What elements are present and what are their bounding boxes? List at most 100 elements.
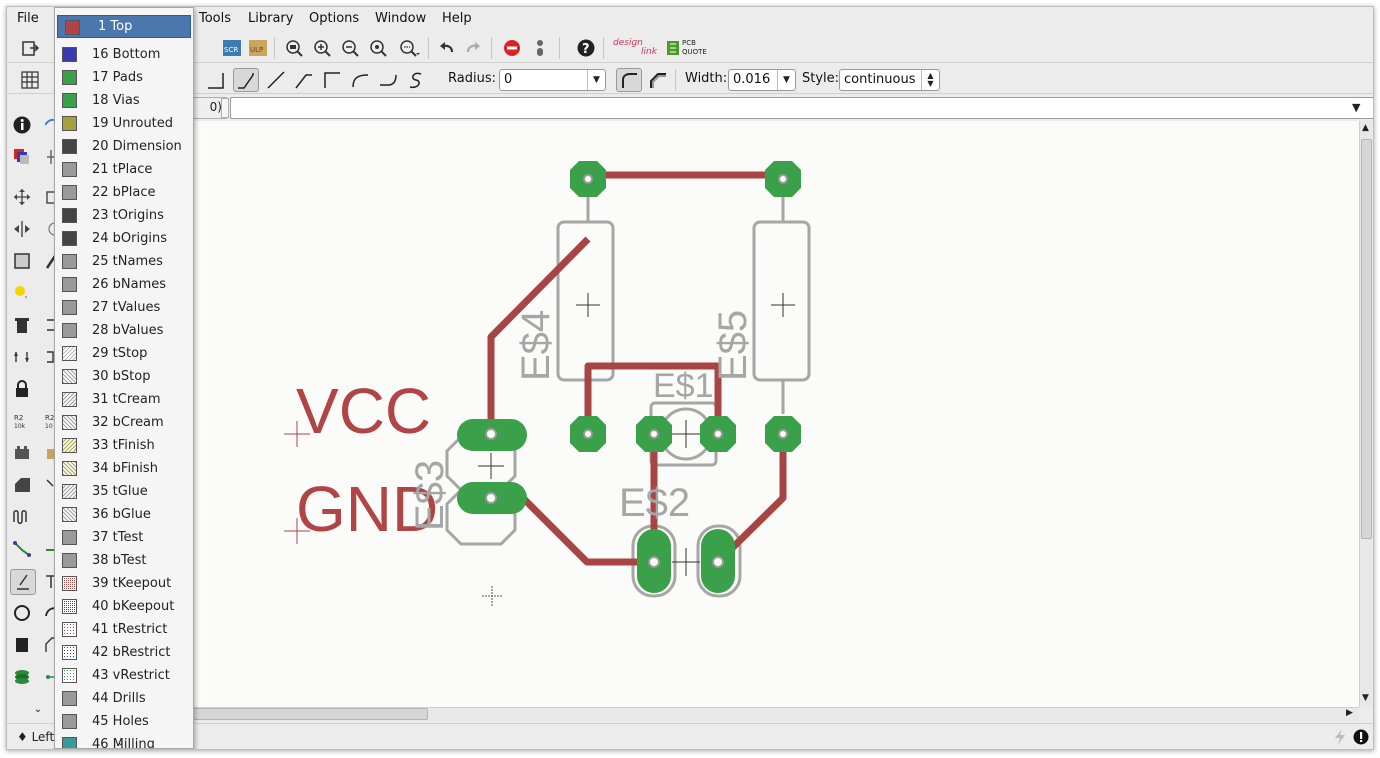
mark-icon[interactable] (41, 147, 61, 167)
lock-icon[interactable] (12, 379, 32, 399)
open-icon[interactable] (19, 37, 41, 59)
bend-style-6-icon[interactable] (377, 69, 399, 91)
pcb-quote-logo[interactable]: PCB QUOTE (667, 39, 711, 59)
layer-item[interactable]: 20 Dimension (55, 135, 193, 158)
meander-icon[interactable] (12, 507, 32, 527)
bend-style-7-icon[interactable] (405, 69, 427, 91)
bend-style-5-icon[interactable] (349, 69, 371, 91)
scroll-up-icon[interactable]: ▲ (1362, 123, 1369, 133)
circle-icon[interactable] (12, 603, 32, 623)
layer-item[interactable]: 27 tValues (55, 296, 193, 319)
command-input[interactable] (230, 97, 1373, 119)
change-icon[interactable] (41, 251, 61, 271)
layer-item[interactable]: 38 bTest (55, 549, 193, 572)
menu-tools[interactable]: Tools (199, 11, 232, 26)
scroll-right-icon[interactable]: ▶ (1346, 708, 1353, 718)
layer-item[interactable]: 45 Holes (55, 710, 193, 733)
move-icon[interactable] (12, 187, 32, 207)
info-icon[interactable] (12, 115, 32, 135)
layer-item[interactable]: 21 tPlace (55, 158, 193, 181)
layer-item[interactable]: 36 bGlue (55, 503, 193, 526)
board-canvas[interactable]: VCC GND E$1 E$2 E$3 E$4 E$5 (193, 121, 1359, 707)
scroll-down-icon[interactable]: ▼ (1362, 693, 1369, 703)
split-icon[interactable] (41, 443, 61, 463)
stop-icon[interactable] (501, 37, 523, 59)
layer-item[interactable]: 17 Pads (55, 66, 193, 89)
help-icon[interactable]: ? (575, 37, 597, 59)
layer-item[interactable]: 33 tFinish (55, 434, 193, 457)
bend-style-1-icon[interactable] (233, 68, 259, 92)
menu-help[interactable]: Help (442, 11, 472, 26)
bend-style-3-icon[interactable] (293, 69, 315, 91)
layer-item[interactable]: 35 tGlue (55, 480, 193, 503)
zoom-in-icon[interactable] (311, 37, 333, 59)
horizontal-scrollbar[interactable]: ▶ (193, 707, 1359, 721)
route-icon[interactable] (12, 539, 32, 559)
more-tools-icon[interactable]: ⌄ (33, 703, 43, 715)
pinswap-icon[interactable] (12, 347, 32, 367)
group-icon[interactable] (12, 251, 32, 271)
mirror-icon[interactable] (12, 219, 32, 239)
optimize-icon[interactable] (41, 475, 61, 495)
zoom-redraw-icon[interactable] (367, 37, 389, 59)
layer-item[interactable]: 46 Milling (55, 733, 193, 748)
chevron-down-icon[interactable]: ▼ (587, 70, 605, 90)
go-icon[interactable] (529, 37, 551, 59)
layer-item[interactable]: 18 Vias (55, 89, 193, 112)
updown-icon[interactable]: ▲▼ (921, 70, 939, 90)
horizontal-scroll-thumb[interactable] (193, 708, 428, 720)
layer-item[interactable]: 39 tKeepout (55, 572, 193, 595)
vertical-scroll-thumb[interactable] (1361, 139, 1372, 539)
layer-item[interactable]: 42 bRestrict (55, 641, 193, 664)
miter-round-icon[interactable] (616, 68, 642, 92)
menu-library[interactable]: Library (248, 11, 294, 26)
zoom-out-icon[interactable] (339, 37, 361, 59)
paste-icon[interactable] (12, 283, 32, 303)
zoom-select-icon[interactable] (399, 37, 421, 59)
miter-straight-icon[interactable] (647, 69, 669, 91)
layer-item[interactable]: 1 Top (57, 15, 191, 38)
script-icon[interactable]: SCR (221, 37, 243, 59)
bend-style-0-icon[interactable] (205, 69, 227, 91)
layer-item[interactable]: 43 vRestrict (55, 664, 193, 687)
layer-item[interactable]: 41 tRestrict (55, 618, 193, 641)
chevron-down-icon[interactable]: ▼ (777, 70, 795, 90)
layer-item[interactable]: 25 tNames (55, 250, 193, 273)
menu-window[interactable]: Window (375, 11, 427, 26)
layer-item[interactable]: 31 tCream (55, 388, 193, 411)
layer-item[interactable]: 22 bPlace (55, 181, 193, 204)
designlink-logo[interactable]: design link (613, 38, 657, 57)
redo-icon[interactable] (463, 37, 485, 59)
ulp-icon[interactable]: ULP (247, 37, 269, 59)
layer-item[interactable]: 24 bOrigins (55, 227, 193, 250)
stop-status-icon[interactable] (1353, 729, 1369, 749)
layer-item[interactable]: 16 Bottom (55, 43, 193, 66)
undo-icon[interactable] (435, 37, 457, 59)
chevron-down-icon[interactable]: ▼ (1352, 101, 1361, 114)
radius-combo[interactable]: 0 ▼ (499, 69, 606, 91)
layer-item[interactable]: 19 Unrouted (55, 112, 193, 135)
layer-item[interactable]: 37 tTest (55, 526, 193, 549)
layer-item[interactable]: 26 bNames (55, 273, 193, 296)
layer-item[interactable]: 29 tStop (55, 342, 193, 365)
zoom-fit-icon[interactable] (283, 37, 305, 59)
display-layers-icon[interactable] (12, 147, 32, 167)
command-history-handle[interactable] (221, 98, 229, 118)
chevron-down-icon[interactable]: ⌄ (117, 738, 125, 748)
smash-icon[interactable] (12, 443, 32, 463)
rect-icon[interactable] (12, 635, 32, 655)
layer-item[interactable]: 34 bFinish (55, 457, 193, 480)
layer-item[interactable]: 30 bStop (55, 365, 193, 388)
width-combo[interactable]: 0.016 ▼ (728, 69, 796, 91)
bend-style-2-icon[interactable] (265, 69, 287, 91)
replace-icon[interactable] (41, 347, 61, 367)
menu-file[interactable]: File (17, 11, 39, 26)
style-select[interactable]: continuous ▲▼ (839, 69, 940, 91)
wire-icon[interactable] (10, 569, 36, 595)
delete-icon[interactable] (12, 315, 32, 335)
layer-item[interactable]: 44 Drills (55, 687, 193, 710)
bend-style-4-icon[interactable] (321, 69, 343, 91)
